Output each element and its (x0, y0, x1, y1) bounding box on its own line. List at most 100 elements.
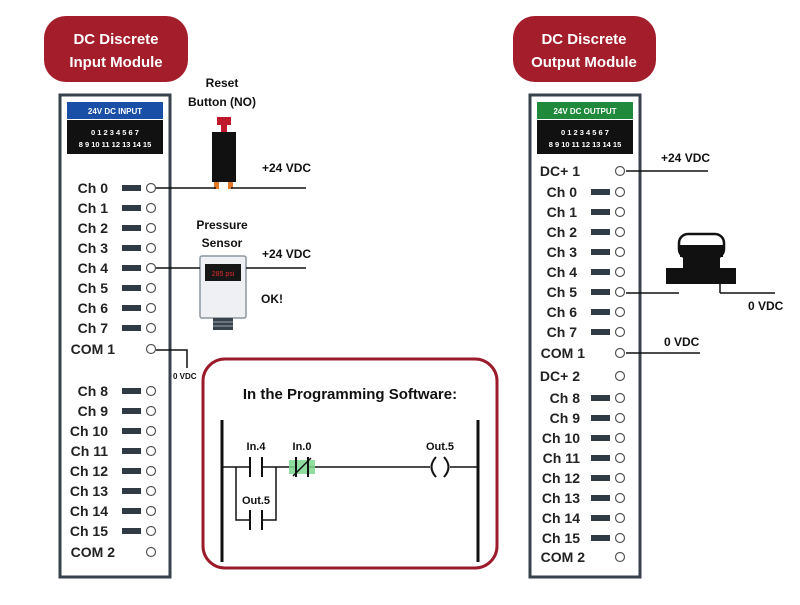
output-ch-0-row: Ch 0 (547, 184, 626, 200)
reset-button-body-icon (212, 132, 236, 182)
input-module-indicators-row2: 8 9 10 11 12 13 14 15 (79, 140, 152, 149)
output-ch-0-led-icon (591, 189, 610, 195)
input-ch-1-terminal-icon (145, 202, 157, 214)
input-ch-13-terminal-icon (145, 485, 157, 497)
input-ch-10-terminal-icon (145, 425, 157, 437)
solenoid-fill-icon (680, 245, 723, 257)
ladder-branch-right (262, 467, 277, 521)
input-ch-0-row: Ch 0 (78, 180, 157, 196)
input-com-1-label: COM 1 (71, 341, 116, 357)
input-module-indicators-row1: 0 1 2 3 4 5 6 7 (91, 128, 139, 137)
solenoid-load-icon (666, 232, 736, 284)
output-com-1-label: COM 1 (541, 345, 586, 361)
input-ch-11-led-icon (122, 448, 141, 454)
output-dc-plus-1-label: DC+ 1 (540, 163, 580, 179)
output-ch-2-terminal-icon (614, 226, 626, 238)
wires (156, 170, 775, 368)
output-ch-1-led-icon (591, 209, 610, 215)
output-ch-9-terminal-icon (614, 412, 626, 424)
output-ch-5-row: Ch 5 (547, 284, 626, 300)
input-ch-7-row: Ch 7 (78, 320, 157, 336)
output-ch-6-row: Ch 6 (547, 304, 626, 320)
output-ch-9-label: Ch 9 (550, 410, 581, 426)
ladder-branch-left (235, 467, 250, 521)
input-ch-13-label: Ch 13 (70, 483, 108, 499)
input-ch-14-led-icon (122, 508, 141, 514)
output-ch-11-row: Ch 11 (543, 450, 626, 466)
output-ch-8-label: Ch 8 (550, 390, 581, 406)
input-ch-6-terminal-icon (145, 302, 157, 314)
coil-out5-right-arc (443, 456, 450, 478)
output-ch-3-row: Ch 3 (547, 244, 626, 260)
output-ch-5-label: Ch 5 (547, 284, 578, 300)
output-com-1-terminal-icon (614, 347, 626, 359)
input-ch-8-label: Ch 8 (78, 383, 109, 399)
input-ch-6-row: Ch 6 (78, 300, 157, 316)
input-com-1-row: COM 1 (71, 341, 157, 357)
pressure-sensor-display-value: 285 psi (212, 271, 235, 278)
input-ch-0-terminal-icon (145, 182, 157, 194)
output-ch-15-row: Ch 15 (542, 530, 626, 546)
input-ch-14-row: Ch 14 (70, 503, 157, 519)
input-ch-9-led-icon (122, 408, 141, 414)
output-module-indicator-panel (537, 120, 633, 154)
input-ch-4-row: Ch 4 (78, 260, 157, 276)
output-ch-11-terminal-icon (614, 452, 626, 464)
output-ch-3-terminal-icon (614, 246, 626, 258)
reset-button-stem-icon (221, 125, 227, 133)
output-ch-12-label: Ch 12 (542, 470, 580, 486)
output-ch-4-row: Ch 4 (547, 264, 626, 280)
output-ch-5-led-icon (591, 289, 610, 295)
input-module-header-text: 24V DC INPUT (88, 107, 142, 116)
label-0vdc-com: 0 VDC (664, 335, 700, 349)
input-ch-11-row: Ch 11 (71, 443, 157, 459)
output-ch-3-label: Ch 3 (547, 244, 578, 260)
input-ch-14-label: Ch 14 (70, 503, 108, 519)
output-module-header (537, 102, 633, 119)
input-ch-4-label: Ch 4 (78, 260, 109, 276)
input-ch-3-row: Ch 3 (78, 240, 157, 256)
output-ch-6-led-icon (591, 309, 610, 315)
contact-in0-label: In.0 (293, 441, 312, 453)
input-com-2-terminal-icon (145, 546, 157, 558)
output-ch-10-terminal-icon (614, 432, 626, 444)
input-ch-3-led-icon (122, 245, 141, 251)
input-ch-13-led-icon (122, 488, 141, 494)
output-dc-plus-2-row: DC+ 2 (540, 368, 626, 384)
input-module-title-line1: DC Discrete (73, 31, 158, 48)
input-ch-2-terminal-icon (145, 222, 157, 234)
solenoid-body-icon (683, 256, 720, 270)
input-ch-9-row: Ch 9 (78, 403, 157, 419)
input-ch-15-led-icon (122, 528, 141, 534)
input-ch-7-led-icon (122, 325, 141, 331)
input-module: DC Discrete Input Module 24V DC INPUT 0 … (44, 16, 188, 579)
contact-in0 (292, 457, 312, 477)
input-ch-2-row: Ch 2 (78, 220, 157, 236)
input-com-1-terminal-icon (145, 343, 157, 355)
coil-out5 (430, 456, 450, 478)
contact-out5-label: Out.5 (242, 495, 270, 507)
pressure-sensor-display-screen (205, 264, 241, 281)
output-module-title-badge (513, 16, 656, 82)
solenoid-base-icon (666, 268, 736, 284)
output-ch-15-label: Ch 15 (542, 530, 580, 546)
input-ch-3-terminal-icon (145, 242, 157, 254)
input-com-2-row: COM 2 (71, 544, 157, 560)
input-ch-3-label: Ch 3 (78, 240, 109, 256)
output-ch-1-row: Ch 1 (547, 204, 626, 220)
input-ch-1-row: Ch 1 (78, 200, 157, 216)
input-module-title-line2: Input Module (69, 54, 162, 71)
output-ch-11-led-icon (591, 455, 610, 461)
input-ch-1-led-icon (122, 205, 141, 211)
label-0vdc-load: 0 VDC (748, 299, 784, 313)
reset-button-cap-icon (217, 117, 231, 125)
input-ch-6-label: Ch 6 (78, 300, 109, 316)
input-ch-2-label: Ch 2 (78, 220, 109, 236)
input-ch-7-terminal-icon (145, 322, 157, 334)
output-ch-13-terminal-icon (614, 492, 626, 504)
contact-in4-label: In.4 (247, 441, 267, 453)
output-ch-10-row: Ch 10 (542, 430, 626, 446)
output-ch-13-label: Ch 13 (542, 490, 580, 506)
input-ch-10-led-icon (122, 428, 141, 434)
